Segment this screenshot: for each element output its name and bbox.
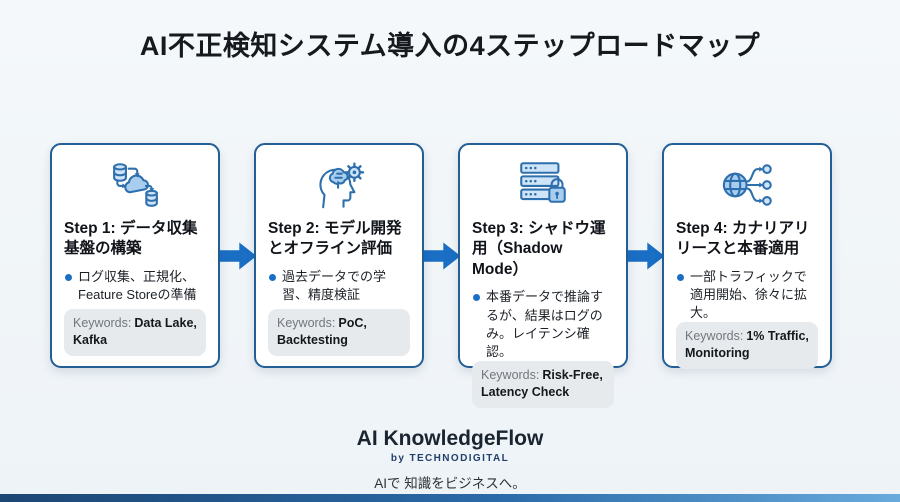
step-bullet: 本番データで推論するが、結果はログのみ。レイテンシ確認。 bbox=[472, 288, 614, 361]
brand-name: AI KnowledgeFlow bbox=[356, 427, 544, 450]
model-development-icon bbox=[268, 155, 410, 215]
step-bullet: ログ収集、正規化、Feature Storeの準備 bbox=[64, 268, 206, 304]
bullet-dot-icon bbox=[65, 273, 72, 281]
arrow-right-icon bbox=[421, 236, 461, 276]
steps-row: Step 1: データ収集基盤の構築 ログ収集、正規化、Feature Stor… bbox=[50, 143, 850, 408]
step-card-4: Step 4: カナリアリリースと本番適用 一部トラフィックで適用開始、徐々に拡… bbox=[662, 143, 832, 370]
bullet-dot-icon bbox=[677, 273, 684, 281]
shadow-mode-server-lock-icon bbox=[472, 155, 614, 215]
data-collection-icon bbox=[64, 155, 206, 215]
keywords-label: Keywords: bbox=[73, 316, 132, 331]
step-card-1: Step 1: データ収集基盤の構築 ログ収集、正規化、Feature Stor… bbox=[50, 143, 220, 368]
canary-release-globe-icon bbox=[676, 155, 818, 215]
keywords-label: Keywords: bbox=[481, 368, 540, 383]
arrow-right-icon bbox=[217, 236, 257, 276]
keywords-value: 1% Traffic, Monitoring bbox=[685, 329, 809, 361]
keywords-label: Keywords: bbox=[685, 329, 744, 344]
bullet-dot-icon bbox=[269, 273, 276, 281]
brand-byline: by TECHNODIGITAL bbox=[390, 453, 510, 464]
step-title: Step 1: データ収集基盤の構築 bbox=[64, 220, 198, 258]
step-card-2: Step 2: モデル開発とオフライン評価 過去データでの学習、精度検証 Key… bbox=[254, 143, 424, 368]
page-title: AI不正検知システム導入の4ステップロードマップ bbox=[139, 31, 761, 61]
bullet-text: 一部トラフィックで適用開始、徐々に拡大。 bbox=[690, 268, 808, 321]
bullet-text: 過去データでの学習、精度検証 bbox=[282, 268, 387, 303]
keywords-box: Keywords:Data Lake, Kafka bbox=[64, 309, 206, 356]
keywords-box: Keywords:Risk-Free, Latency Check bbox=[472, 361, 614, 408]
keywords-box: Keywords:1% Traffic, Monitoring bbox=[676, 322, 818, 370]
header: AI不正検知システム導入の4ステップロードマップ bbox=[0, 24, 900, 63]
bottom-accent-bar bbox=[0, 494, 900, 502]
step-title: Step 4: カナリアリリースと本番適用 bbox=[676, 220, 810, 258]
step-bullet: 過去データでの学習、精度検証 bbox=[268, 268, 410, 304]
step-title: Step 2: モデル開発とオフライン評価 bbox=[268, 220, 402, 258]
bullet-dot-icon bbox=[473, 294, 480, 302]
brand-tagline: AIで 知識をビジネスへ。 bbox=[374, 476, 526, 491]
step-bullet: 一部トラフィックで適用開始、徐々に拡大。 bbox=[676, 268, 818, 323]
keywords-value: Data Lake, Kafka bbox=[73, 316, 197, 348]
keywords-label: Keywords: bbox=[277, 316, 336, 331]
step-title: Step 3: シャドウ運用（Shadow Mode） bbox=[472, 220, 606, 278]
keywords-box: Keywords:PoC, Backtesting bbox=[268, 309, 410, 356]
bullet-text: ログ収集、正規化、Feature Storeの準備 bbox=[78, 268, 197, 303]
bullet-text: 本番データで推論するが、結果はログのみ。レイテンシ確認。 bbox=[486, 289, 604, 359]
keywords-value: PoC, Backtesting bbox=[277, 316, 367, 348]
keywords-value: Risk-Free, Latency Check bbox=[481, 368, 603, 399]
footer: AI KnowledgeFlow by TECHNODIGITAL AIで 知識… bbox=[0, 427, 900, 492]
arrow-right-icon bbox=[625, 236, 665, 276]
step-card-3: Step 3: シャドウ運用（Shadow Mode） 本番データで推論するが、… bbox=[458, 143, 628, 408]
